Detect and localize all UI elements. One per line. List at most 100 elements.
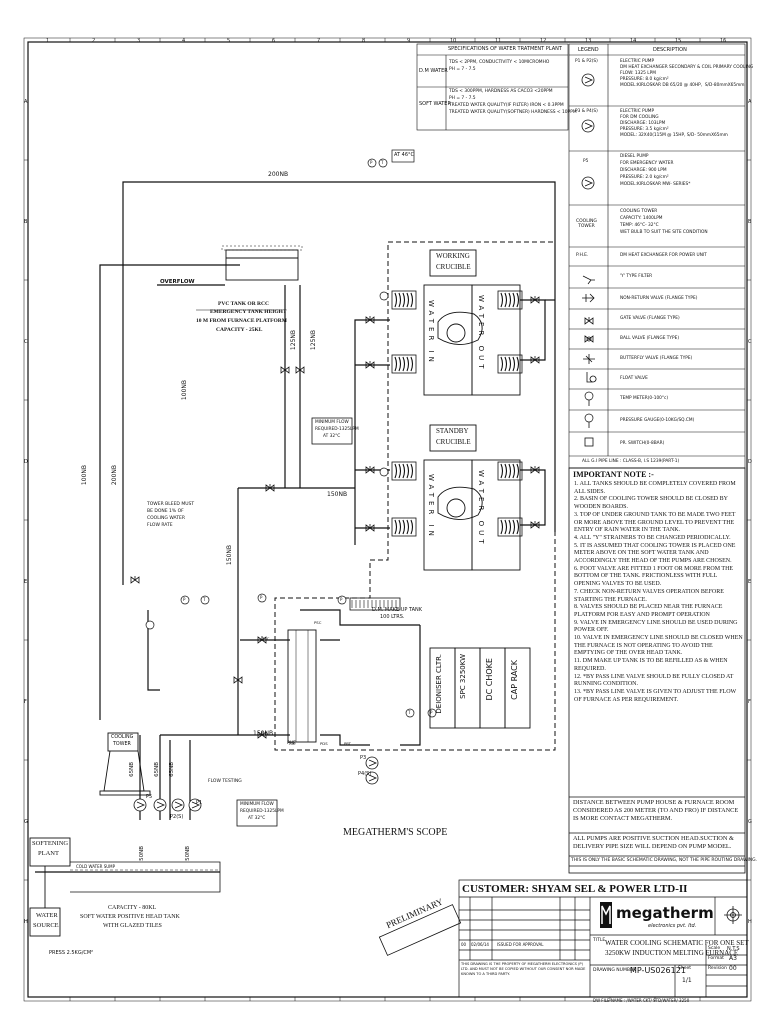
phe-tag: P.H.E. xyxy=(576,253,589,258)
spec-dm-line: PH = 7 - 7.5 xyxy=(449,67,476,72)
legend-line: FOR DM COOLING xyxy=(620,115,659,120)
legend-row: PRESSURE GAUGE(0-10KG/SQ.CM) xyxy=(620,418,695,423)
col-label: 2 xyxy=(92,38,96,44)
gauge-letter: P xyxy=(183,597,186,602)
legend-row: BUTTERFLY VALVE (FLANGE TYPE) xyxy=(620,356,693,361)
rev-description: ISSUED FOR APPROVAL xyxy=(497,942,544,947)
notes-title: IMPORTANT NOTE :- xyxy=(573,470,654,479)
legend-line: PRESSURE: 8.0 kg/cm² xyxy=(620,77,669,82)
gauge-letter: P xyxy=(340,597,343,602)
instrument-tag: PDS xyxy=(320,741,328,746)
spec-soft-line: PH = 7 - 7.5 xyxy=(449,96,476,101)
instrument-tag: PRT xyxy=(344,741,351,746)
pipe-size-label: 65NB xyxy=(129,762,135,777)
cooling-tower-label: COOLING xyxy=(111,735,134,740)
scale-label: Scale xyxy=(708,946,721,951)
note-item: 5. IT IS ASSUMED THAT COOLING TOWER IS P… xyxy=(574,542,736,565)
tower-bleed-note: BE DONE 1% OF xyxy=(147,509,184,514)
gauge-letter: T xyxy=(408,710,411,715)
row-label: H xyxy=(24,919,28,925)
tank-label: CAPACITY - 25KL xyxy=(216,327,263,333)
temp-label: AT 46°C xyxy=(394,152,415,158)
pump-tag: P2(S) xyxy=(170,814,184,820)
legend-line: MODEL:KIRLOSKAR MW- SERIES* xyxy=(620,182,691,187)
pump1-tag: P1 & P2(S) xyxy=(575,59,598,64)
min-flow-label: REQUIRED-1325LPM xyxy=(240,809,284,814)
spec-soft-line: TREATED WATER QUALITY(IF FILTER) IRON < … xyxy=(449,103,564,108)
pipe-size-label: 150NB xyxy=(226,545,233,566)
pipe-size-label: 50NB xyxy=(139,846,145,861)
pipe-size-label: 100NB xyxy=(81,465,88,486)
customer-name: CUSTOMER: SHYAM SEL & POWER LTD-II xyxy=(462,883,688,895)
file-name: DW FILE NAME : /WATER CKT/ STD/WATER/ 32… xyxy=(593,998,690,1003)
tower-bleed-note: FLOW RATE xyxy=(147,523,173,528)
legend-line: PRESSURE: 3.5 kg/cm² xyxy=(620,127,669,132)
legend-row: PR. SWITCH(0-8BAR) xyxy=(620,441,665,446)
note-item: 6. FOOT VALVE ARE FITTED 1 FOOT OR MORE … xyxy=(574,565,734,588)
tower-tag: COOLING TOWER xyxy=(576,219,597,229)
working-crucible-label: CRUCIBLE xyxy=(436,263,471,271)
note-item: 7. CHECK NON-RETURN VALVES OPERATION BEF… xyxy=(574,588,724,603)
dm-makeup-label: D.M. MAKE UP TANK xyxy=(372,607,423,613)
sump-label: WITH GLAZED TILES xyxy=(103,923,162,929)
row-label: A xyxy=(748,99,752,105)
col-label: 6 xyxy=(272,38,276,44)
tower-bleed-note: COOLING WATER xyxy=(147,516,185,521)
cooling-tower-label: TOWER xyxy=(113,742,131,747)
note-item: 11. DM MAKE UP TANK IS TO BE REFILLED AS… xyxy=(574,658,728,672)
megatherm-scope-label: MEGATHERM'S SCOPE xyxy=(343,827,448,838)
col-label: 14 xyxy=(630,38,637,44)
legend-header: LEGEND xyxy=(578,47,599,53)
col-label: 9 xyxy=(407,38,411,44)
water-source-label: SOURCE xyxy=(33,922,59,929)
legend-line: PRESSURE: 2.0 kg/cm² xyxy=(620,175,669,180)
col-label: 8 xyxy=(362,38,366,44)
cold-water-sump-label: COLD WATER SUMP xyxy=(76,864,116,869)
col-label: 7 xyxy=(317,38,321,44)
col-label: 5 xyxy=(227,38,231,44)
legend-line: COOLING TOWER xyxy=(620,209,658,214)
pump-tag: P3 xyxy=(360,755,367,761)
tank-label: PVC TANK OR RCC xyxy=(218,301,269,307)
spec-soft-label: SOFT WATER xyxy=(419,101,451,107)
water-out-label: WATER OUT xyxy=(477,470,485,548)
col-label: 10 xyxy=(450,38,457,44)
water-out-label: WATER OUT xyxy=(477,295,485,373)
revision-value: 00 xyxy=(729,965,737,972)
row-label: G xyxy=(24,819,28,825)
row-label: A xyxy=(24,99,28,105)
working-crucible-label: WORKING xyxy=(436,252,470,260)
description-header: DESCRIPTION xyxy=(653,47,687,53)
scale-value: N.T.S xyxy=(727,946,740,952)
note-item: 9. VALVE IN EMERGENCY LINE SHOULD BE USE… xyxy=(574,619,738,634)
legend-line: MODEL:KIRLOSKAR DB 65/20 @ 40HP, S/D-80m… xyxy=(620,83,745,88)
property-disclaimer: THIS DRAWING IS THE PROPERTY OF MEGATHER… xyxy=(461,962,586,976)
legend-line: ELECTRIC PUMP xyxy=(620,59,655,64)
legend-line: CAPACITY: 1400LPM xyxy=(620,216,663,221)
row-label: H xyxy=(748,919,752,925)
legend-line: MODEL: 32X40(115M @ 15HP, S/D- 50mmX65mm xyxy=(620,133,728,138)
sump-label: SOFT WATER POSITIVE HEAD TANK xyxy=(80,914,180,920)
legend-row: BALL VALVE (FLANGE TYPE) xyxy=(620,336,680,341)
pipe-size-label: 150NB xyxy=(253,730,274,737)
row-label: D xyxy=(24,459,28,465)
col-label: 4 xyxy=(182,38,186,44)
row-label: C xyxy=(748,339,752,345)
legend-line: ELECTRIC PUMP xyxy=(620,109,655,114)
col-label: 1 xyxy=(46,38,50,44)
company-logo-text: megatherm xyxy=(616,904,714,922)
legend-line: DISCHARGE: 103LPM xyxy=(620,121,666,126)
legend-row: 'Y' TYPE FILTER xyxy=(620,274,653,279)
row-label: E xyxy=(24,579,28,585)
legend-line: FLOW: 1325 LPM xyxy=(620,71,656,76)
pump-tag: P1 xyxy=(196,800,203,806)
gauge-letter: T xyxy=(381,160,384,165)
min-flow-label: AT 32°C xyxy=(323,434,341,439)
spec-dm-line: TDS < 2PPM, CONDUCTIVITY < 10MICROMHO xyxy=(449,60,550,65)
rev-number: 00 xyxy=(461,942,467,947)
company-sub: electronics pvt. ltd. xyxy=(648,923,697,929)
pipe-size-label: 100NB xyxy=(181,380,188,401)
drawing-title-line: 3250KW INDUCTION MELTING FURNACE xyxy=(605,949,739,957)
note-item: 10. VALVE IN EMERGENCY LINE SHOULD BE CL… xyxy=(574,635,743,657)
